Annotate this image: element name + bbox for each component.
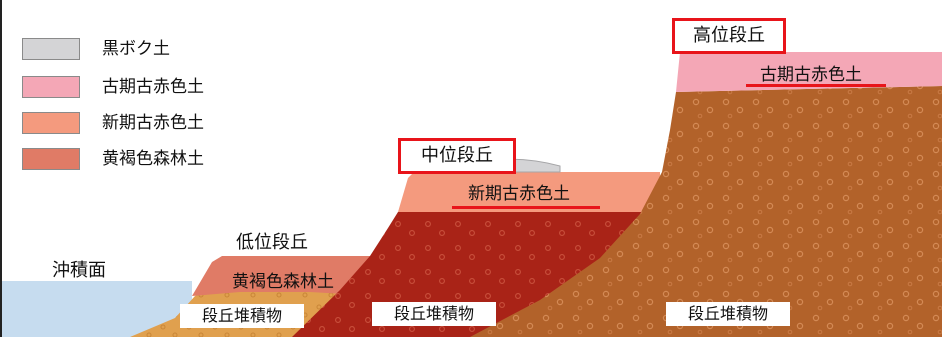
soil-label-high-old-red: 古期古赤色土 bbox=[760, 65, 862, 85]
legend-label-old-red: 古期古赤色土 bbox=[102, 77, 204, 97]
legend-swatch-new-red bbox=[22, 112, 80, 134]
soil-label-middle-new-red: 新期古赤色土 bbox=[468, 184, 570, 204]
legend-swatch-forest bbox=[22, 148, 80, 170]
soil-underline-middle bbox=[452, 206, 600, 209]
high-terrace-old-red-soil bbox=[676, 52, 942, 92]
soil-label-low-forest: 黄褐色森林土 bbox=[232, 272, 334, 292]
terrace-label-low: 低位段丘 bbox=[236, 232, 308, 253]
deposit-label-high: 段丘堆積物 bbox=[666, 302, 790, 326]
deposit-label-middle: 段丘堆積物 bbox=[372, 302, 496, 326]
legend-swatch-old-red bbox=[22, 76, 80, 98]
low-terrace-forest-soil bbox=[192, 256, 378, 296]
high-terrace-deposit bbox=[470, 86, 942, 337]
terrace-label-middle: 中位段丘 bbox=[398, 138, 516, 174]
middle-terrace-new-red-soil bbox=[398, 172, 660, 212]
legend-label-forest: 黄褐色森林土 bbox=[102, 149, 204, 169]
legend-label-kuroboku: 黒ボク土 bbox=[102, 39, 170, 59]
deposit-label-low: 段丘堆積物 bbox=[180, 304, 304, 328]
terrace-label-alluvial: 沖積面 bbox=[52, 260, 106, 281]
frame-left-border bbox=[0, 0, 2, 337]
legend-swatch-kuroboku bbox=[22, 38, 80, 60]
soil-underline-high bbox=[746, 84, 886, 87]
terrace-label-high: 高位段丘 bbox=[672, 18, 786, 54]
legend-label-new-red: 新期古赤色土 bbox=[102, 113, 204, 133]
